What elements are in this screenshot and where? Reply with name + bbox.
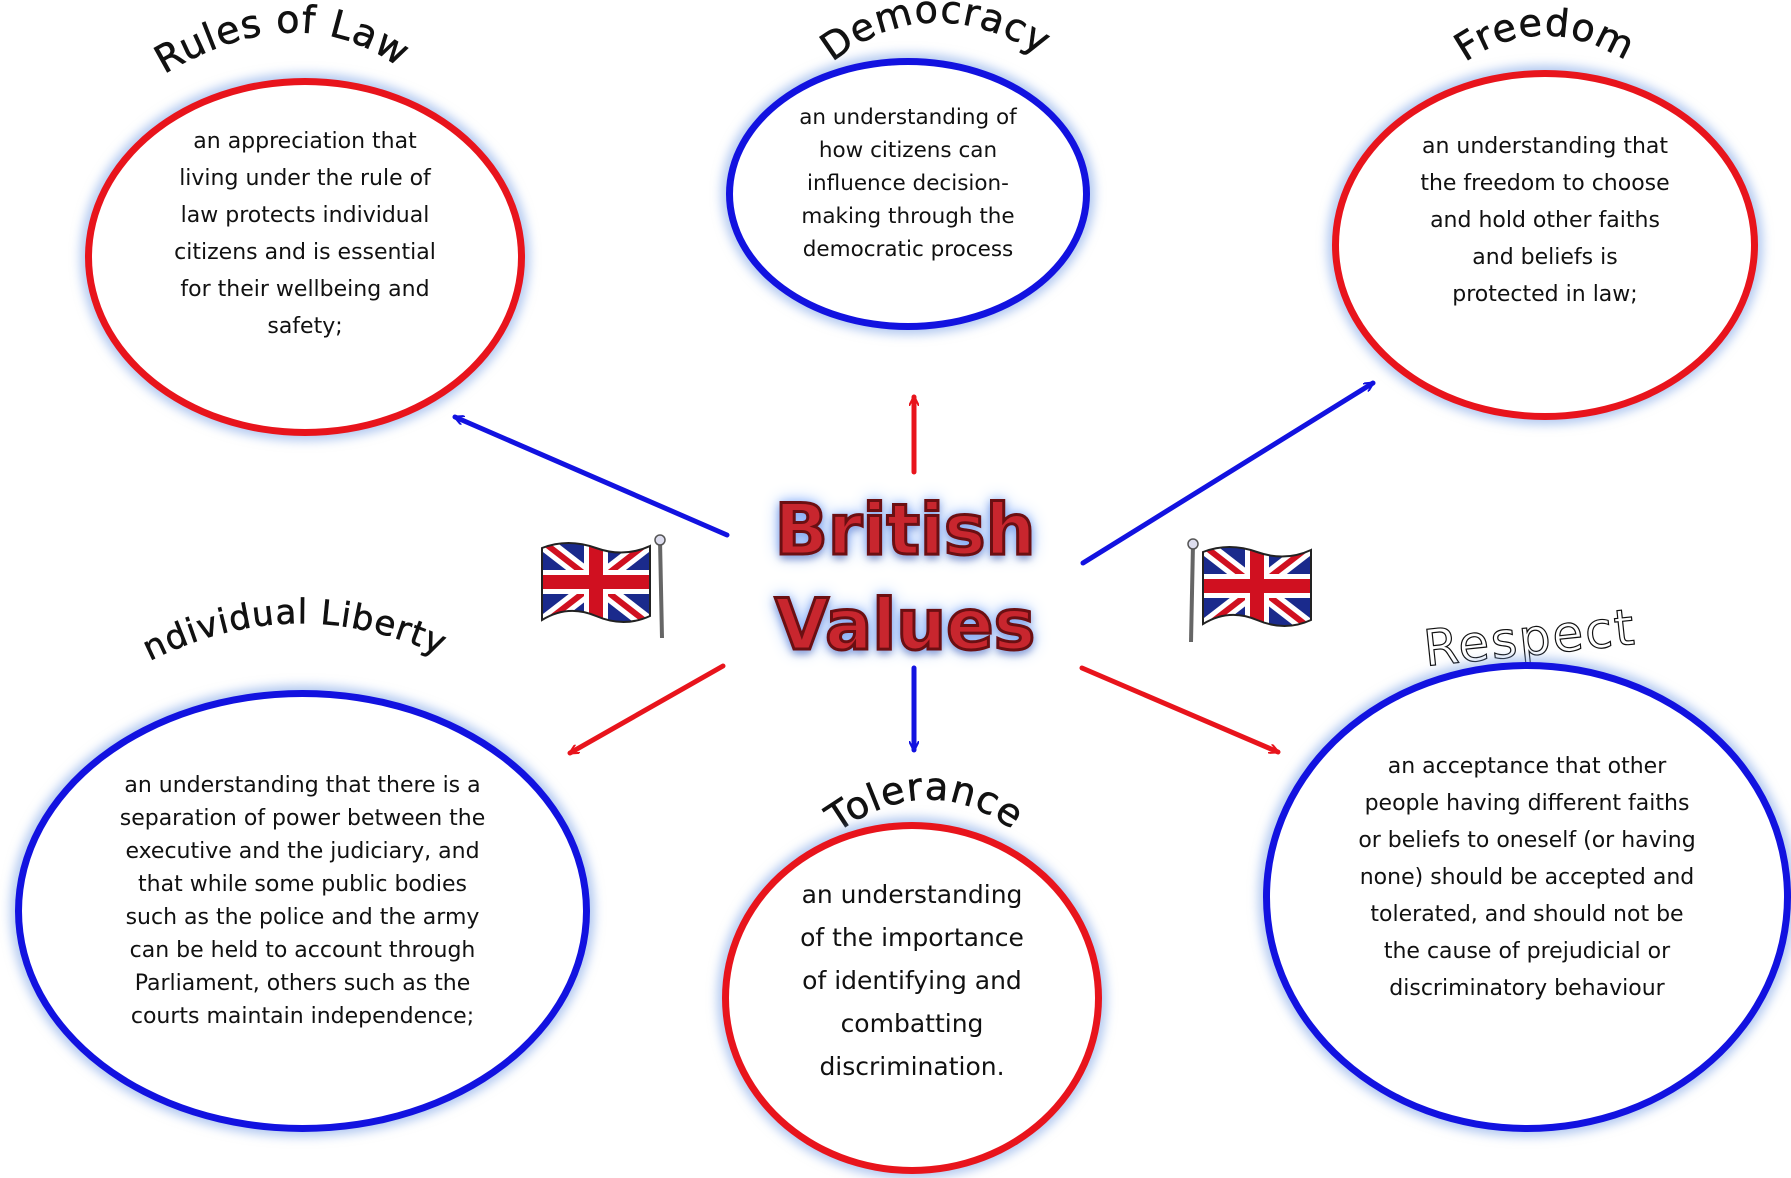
tolerance-node: an understanding of the importance of id… <box>722 822 1102 1174</box>
rules-of-law-description: an appreciation that living under the ru… <box>174 129 436 339</box>
arrow-to-freedom <box>1080 380 1373 566</box>
rules-of-law-title-wrapper: Rules of Law <box>147 0 418 82</box>
democracy-description: an understanding of how citizens can inf… <box>799 104 1017 262</box>
arrow-to-individual-liberty <box>570 663 726 756</box>
union-jack-flag-icon-left <box>541 534 666 639</box>
freedom-node: an understanding that the freedom to cho… <box>1332 70 1758 420</box>
rules-of-law-node: an appreciation that living under the ru… <box>85 78 525 436</box>
individual-liberty-description: an understanding that there is a separat… <box>119 773 486 1029</box>
union-jack-flag-icon-right <box>1187 538 1312 643</box>
freedom-description: an understanding that the freedom to cho… <box>1420 133 1670 307</box>
rules-of-law-title: Rules of Law <box>147 0 417 82</box>
freedom-title-wrapper: Freedom <box>1447 0 1643 70</box>
democracy-node: an understanding of how citizens can inf… <box>726 58 1090 330</box>
central-title-line1: British <box>773 489 1037 571</box>
central-title-line2: Values <box>773 584 1037 666</box>
tolerance-description: an understanding of the importance of id… <box>800 879 1024 1081</box>
respect-description: an acceptance that other people having d… <box>1358 753 1696 1001</box>
freedom-title: Freedom <box>1446 0 1641 70</box>
respect-node: an acceptance that other people having d… <box>1263 662 1791 1132</box>
arrow-to-respect <box>1079 665 1278 755</box>
individual-liberty-node: an understanding that there is a separat… <box>15 690 590 1132</box>
arrow-to-rules-of-law <box>455 414 730 538</box>
